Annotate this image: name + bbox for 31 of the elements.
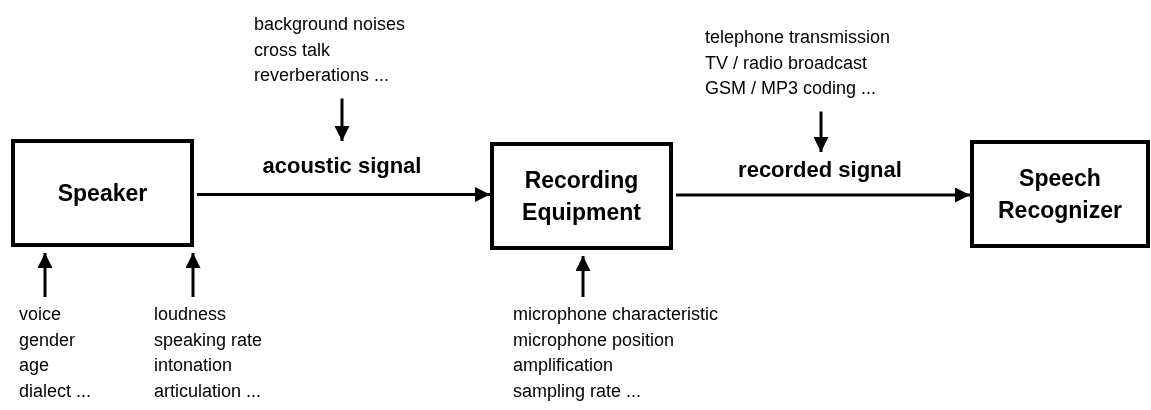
factor-text: amplification [513,354,615,377]
process-box [11,139,194,247]
factor-text: loudness [154,303,228,326]
factor-text: microphone characteristic [513,303,719,326]
factor-text: intonation [154,354,234,377]
arrow [185,253,201,297]
factor-text: GSM / MP3 coding ... [705,77,878,100]
arrow [334,98,350,141]
arrow [813,111,829,152]
factor-text: microphone position [513,328,676,352]
factor-text: background noises [254,13,406,36]
process-box [490,142,673,250]
arrow [37,253,53,297]
box-title: Speaker [57,179,148,208]
factor-text: gender [19,328,77,352]
arrow [575,256,591,297]
factor-text: voice [19,303,63,326]
factor-text: telephone transmission [705,26,891,49]
process-box [970,140,1150,248]
factor-text: articulation ... [154,379,263,403]
box-title: Speech Recognizer [997,164,1123,225]
arrow [676,187,970,203]
factor-text: speaking rate [154,328,263,352]
factor-text: sampling rate ... [513,379,643,403]
box-title: Recording Equipment [521,166,642,227]
factor-text: dialect ... [19,379,92,403]
factor-text: TV / radio broadcast [705,51,869,75]
factor-text: age [19,354,51,377]
arrow [197,187,490,202]
factor-text: reverberations ... [254,64,391,87]
factor-text: cross talk [254,38,332,62]
